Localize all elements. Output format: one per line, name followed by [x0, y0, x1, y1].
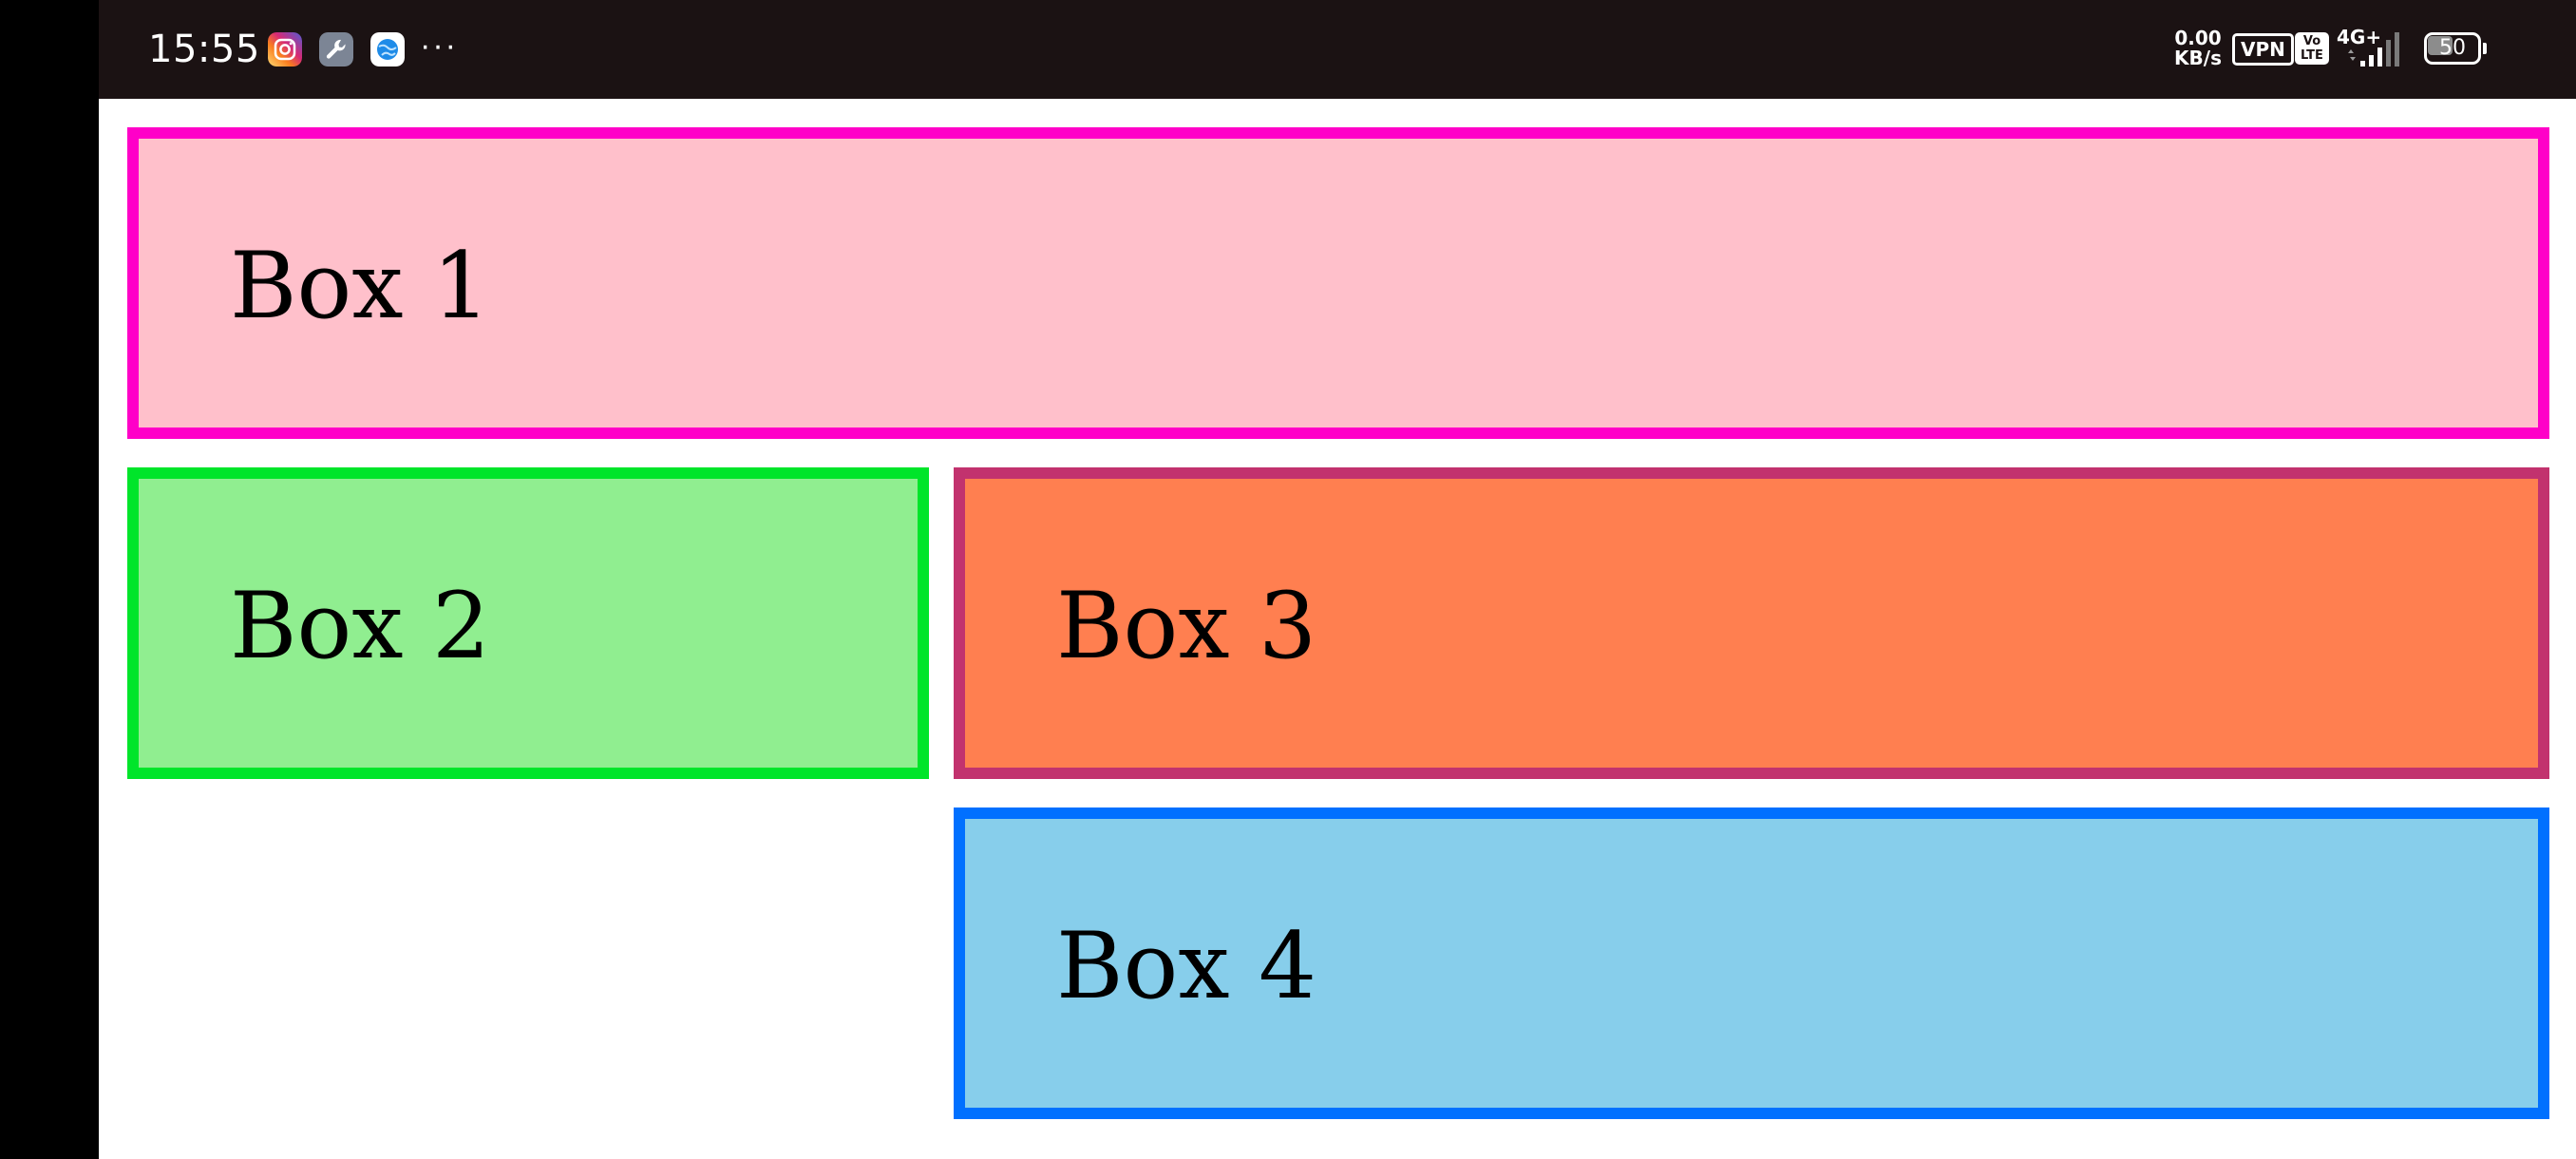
vpn-icon: VPN [2232, 33, 2294, 66]
globe-icon [370, 32, 405, 66]
box-1-label: Box 1 [230, 233, 491, 339]
wrench-icon [319, 32, 353, 66]
more-notifications-icon: ··· [420, 28, 458, 64]
status-time: 15:55 [148, 28, 260, 71]
volte-top-label: Vo [2302, 34, 2321, 48]
box-2-label: Box 2 [230, 573, 491, 679]
app-screen: 15:55 [99, 0, 2576, 1159]
volte-bottom-label: LTE [2301, 48, 2323, 63]
battery-level: 50 [2439, 36, 2466, 60]
box-2: Box 2 [127, 467, 929, 779]
signal-strength-icon [2344, 28, 2415, 75]
box-1: Box 1 [127, 127, 2549, 439]
box-3: Box 3 [954, 467, 2549, 779]
box-4-label: Box 4 [1056, 913, 1317, 1019]
box-4: Box 4 [954, 808, 2549, 1119]
volte-icon: Vo LTE [2295, 32, 2329, 65]
box-3-label: Box 3 [1056, 573, 1317, 679]
network-speed: 0.00 KB/s [2169, 28, 2226, 68]
network-speed-value: 0.00 [2174, 27, 2222, 49]
battery-fill [2428, 36, 2453, 55]
battery-icon: 50 [2424, 32, 2487, 65]
status-bar: 15:55 [99, 0, 2576, 99]
battery-body [2424, 32, 2481, 65]
network-type: 4G+ [2337, 26, 2382, 48]
instagram-icon [268, 32, 302, 66]
battery-cap [2483, 43, 2487, 54]
network-speed-unit: KB/s [2174, 47, 2222, 69]
